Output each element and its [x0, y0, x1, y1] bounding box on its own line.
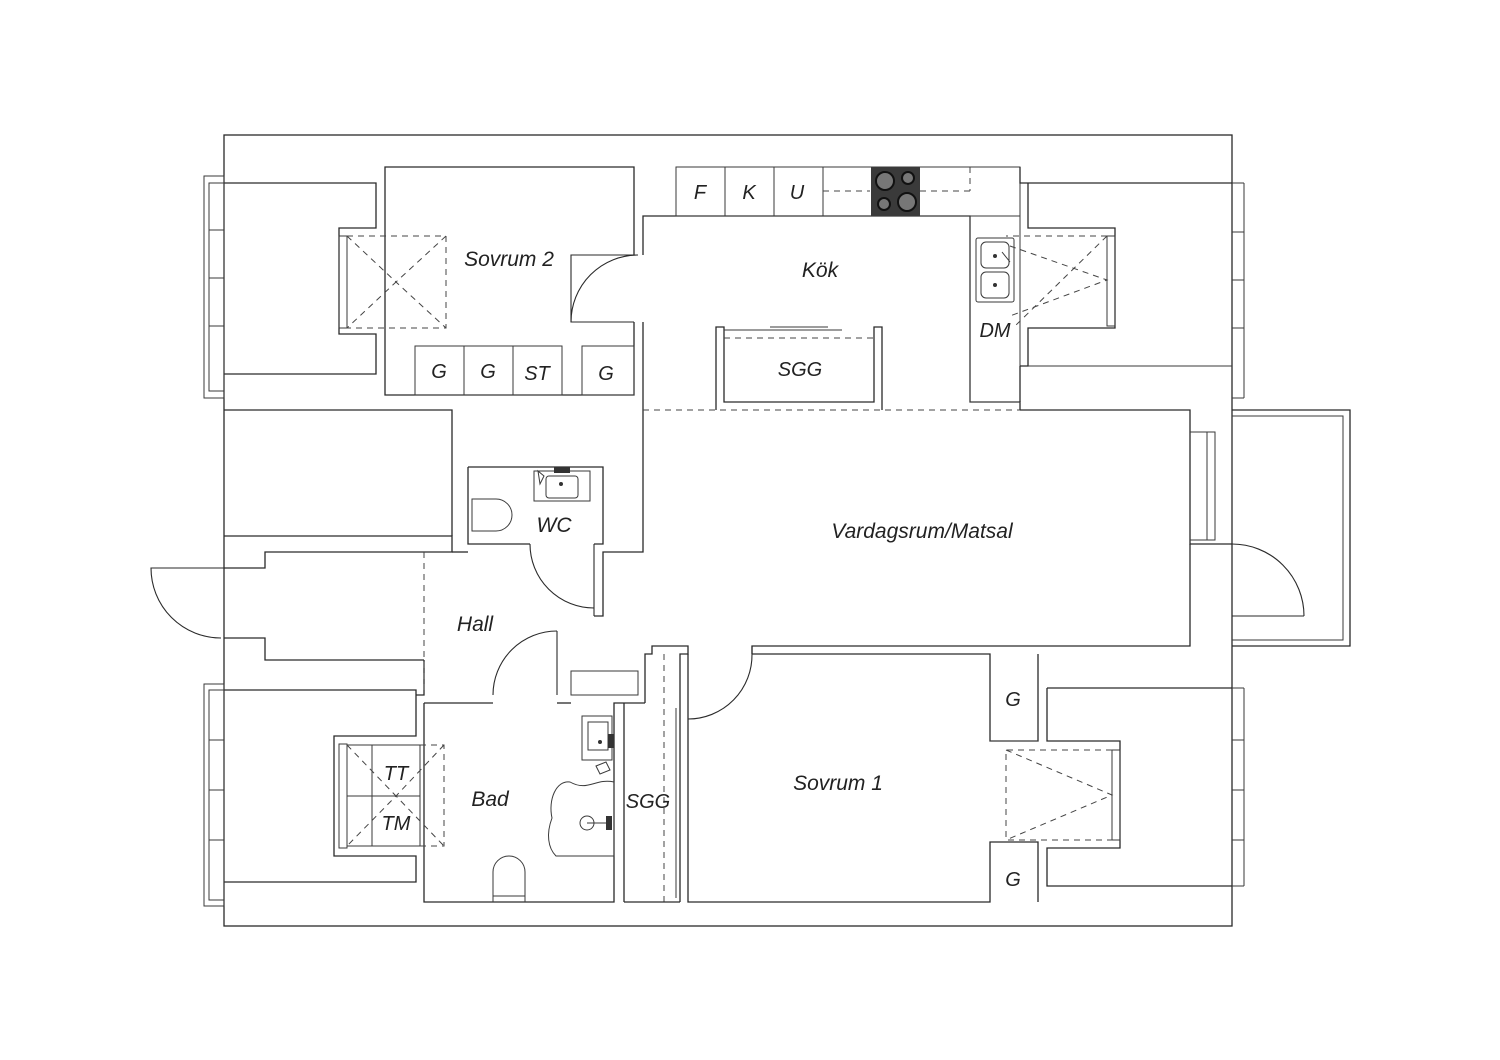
entrance-door [150, 567, 224, 639]
wc-door [529, 543, 595, 616]
room-label-wc: WC [537, 514, 573, 537]
sovrum2-walls [224, 166, 635, 536]
fixture-label-dm: DM [979, 320, 1010, 342]
outer-boundary [223, 134, 1233, 927]
bad-toilet-icon [492, 855, 526, 902]
fixture-label-g-3: G [598, 363, 614, 385]
kitchen-island [715, 326, 883, 410]
fixture-label-g-4: G [1005, 689, 1021, 711]
sovrum2-door [570, 254, 639, 323]
room-label-bad: Bad [471, 788, 510, 811]
wc-toilet-icon [471, 498, 513, 532]
sovrum2-window [203, 175, 225, 399]
shower-icon [548, 761, 615, 857]
room-label-sovrum-1: Sovrum 1 [793, 772, 883, 795]
fixture-label-tt: TT [384, 763, 410, 785]
fixture-label-g-5: G [1005, 869, 1021, 891]
hall-bad-door [492, 630, 558, 696]
wc-walls [467, 466, 604, 545]
hall-cabinet [570, 670, 639, 696]
fixture-label-sgg-hall: SGG [626, 791, 670, 813]
room-label-hall: Hall [457, 613, 495, 636]
sovrum2-wardrobes [414, 345, 635, 396]
kitchen-window-niche [1006, 167, 1245, 545]
fixture-label-g-1: G [431, 361, 447, 383]
fixture-label-g-2: G [480, 361, 496, 383]
balcony [1190, 409, 1351, 647]
kitchen-counter [675, 166, 1021, 403]
bathroom-sink-icon [581, 715, 614, 761]
room-label-sovrum-2: Sovrum 2 [464, 248, 554, 271]
fixture-label-st: ST [524, 363, 551, 385]
fixture-label-k: K [742, 182, 757, 204]
room-label-vardagsrum: Vardagsrum/Matsal [831, 520, 1014, 543]
sovrum1-window [1232, 687, 1245, 887]
bad-window [203, 683, 225, 907]
stove-icon [871, 167, 920, 216]
sink-icon [975, 237, 1015, 303]
hall-walls [224, 535, 468, 696]
living-room-walls [751, 544, 1191, 654]
fixture-label-sgg-kitchen: SGG [778, 359, 822, 381]
room-label-kok: Kök [802, 259, 840, 282]
fixture-label-tm: TM [382, 813, 411, 835]
hall-closet [623, 645, 689, 903]
sovrum1-door [687, 646, 753, 720]
sovrum1-walls [687, 653, 1232, 903]
fixture-label-u: U [790, 182, 805, 204]
fixture-label-f: F [694, 182, 708, 204]
